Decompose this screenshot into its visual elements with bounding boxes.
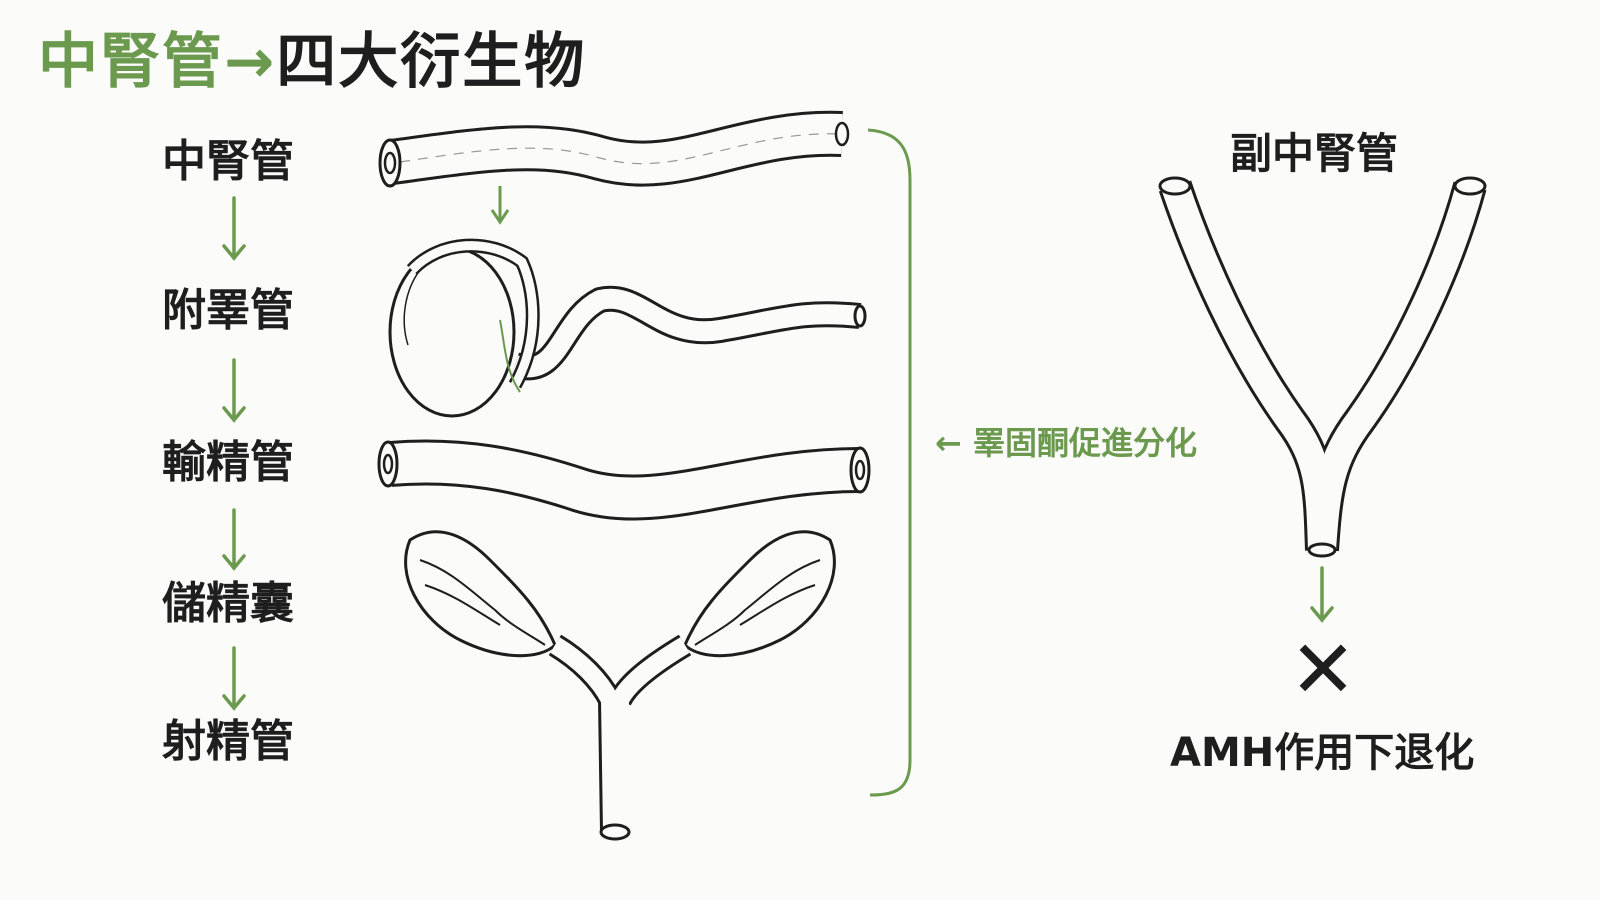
- title-four-derivatives: 四大衍生物: [276, 27, 587, 97]
- title-mesonephric: 中腎管: [38, 27, 224, 97]
- label-ejaculatory-duct: 射精管: [162, 716, 294, 767]
- title-arrow: →: [224, 27, 277, 97]
- epididymis-illustration: [388, 238, 867, 418]
- regression-arrow: [1310, 566, 1334, 623]
- amh-regression-text: AMH作用下退化: [1170, 730, 1475, 776]
- seminal-vesicle-illustration: [404, 530, 836, 841]
- mesonephric-to-epididymis-arrow: [490, 186, 510, 225]
- annotation-text: 睪固酮促進分化: [972, 424, 1197, 462]
- label-epididymis: 附睪管: [162, 285, 294, 336]
- page-title: 中腎管→四大衍生物: [38, 26, 586, 98]
- mesonephric-duct-illustration: [378, 110, 850, 188]
- derivatives-bracket: [867, 128, 912, 797]
- testosterone-annotation: ← 睪固酮促進分化: [935, 418, 1197, 464]
- label-vas-deferens: 輸精管: [162, 437, 294, 488]
- label-mesonephric-duct: 中腎管: [162, 136, 294, 187]
- regression-x-icon: ✕: [1289, 623, 1357, 716]
- annotation-arrow: ←: [935, 424, 962, 462]
- paramesonephric-duct-illustration: [1158, 176, 1487, 558]
- flow-arrows-left: [222, 196, 246, 711]
- label-seminal-vesicle: 儲精囊: [162, 578, 294, 629]
- vas-deferens-illustration: [377, 439, 871, 521]
- paramesonephric-title: 副中腎管: [1230, 129, 1399, 178]
